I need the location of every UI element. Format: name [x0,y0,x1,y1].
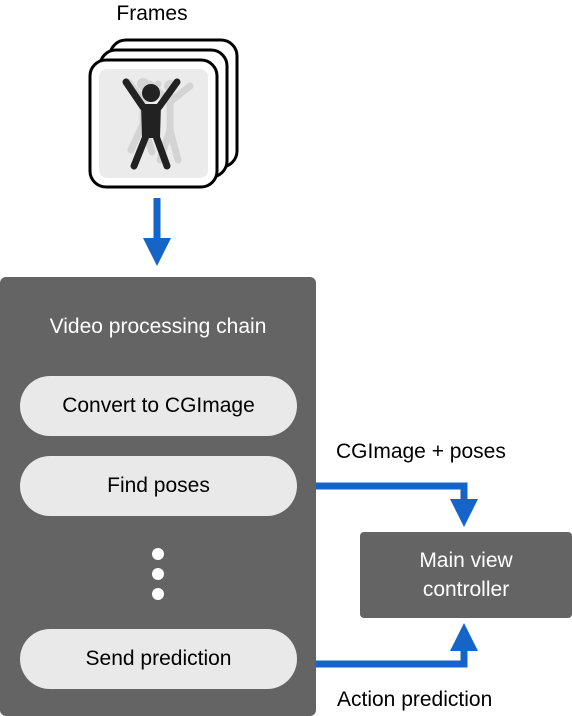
frames-stack-icon [88,38,239,189]
step-send-prediction: Send prediction [20,629,297,689]
ellipsis-dot [152,588,164,600]
person-pose-icon [122,78,181,170]
arrow-prediction-to-controller [296,623,478,668]
ellipsis-dot [152,548,164,560]
action-prediction-label: Action prediction [337,688,493,711]
step-convert-to-cgimage: Convert to CGImage [20,376,297,436]
video-processing-chain-title: Video processing chain [49,315,267,338]
arrow-poses-to-controller [296,482,478,527]
cgimage-poses-label: CGImage + poses [336,440,506,463]
ellipsis-dot [152,568,164,580]
step-find-poses: Find poses [20,456,297,516]
main-view-controller-box: Main view controller [360,532,572,618]
main-view-controller-label: Main view controller [419,549,513,601]
frames-title: Frames [116,2,188,25]
